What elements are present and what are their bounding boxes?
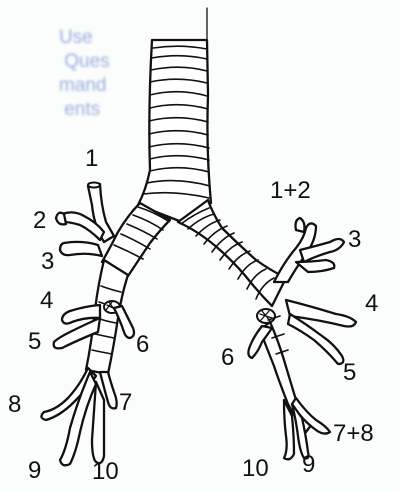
segment-label-l9: 9 xyxy=(28,457,41,484)
segment-label-l3: 3 xyxy=(41,248,54,275)
segment-label-l7: 7 xyxy=(119,389,132,416)
trachea xyxy=(138,8,211,222)
segment-label-r4: 4 xyxy=(365,290,378,317)
segment-label-r6: 6 xyxy=(221,344,234,371)
left-main-bronchus xyxy=(178,200,286,323)
segment-label-l6: 6 xyxy=(136,331,149,358)
left-upper-lobe-branches xyxy=(274,218,344,282)
right-upper-lobe-branches xyxy=(56,183,114,257)
segment-label-r5: 5 xyxy=(343,359,356,386)
lingula-branches xyxy=(286,300,356,364)
segment-label-l2: 2 xyxy=(33,207,46,234)
segment-label-r3: 3 xyxy=(348,226,361,253)
segment-label-l8: 8 xyxy=(8,391,21,418)
segment-label-r10: 10 xyxy=(242,455,269,482)
segment-label-l5: 5 xyxy=(28,328,41,355)
right-lower-lobe-branches xyxy=(41,368,116,465)
segment-label-l1: 1 xyxy=(85,145,98,172)
segment-label-r1-2: 1+2 xyxy=(270,177,311,204)
segment-label-l10: 10 xyxy=(92,458,119,485)
segment-label-l4: 4 xyxy=(40,287,53,314)
segment-label-r9: 9 xyxy=(302,451,315,478)
segment-label-r7-8: 7+8 xyxy=(333,420,374,447)
